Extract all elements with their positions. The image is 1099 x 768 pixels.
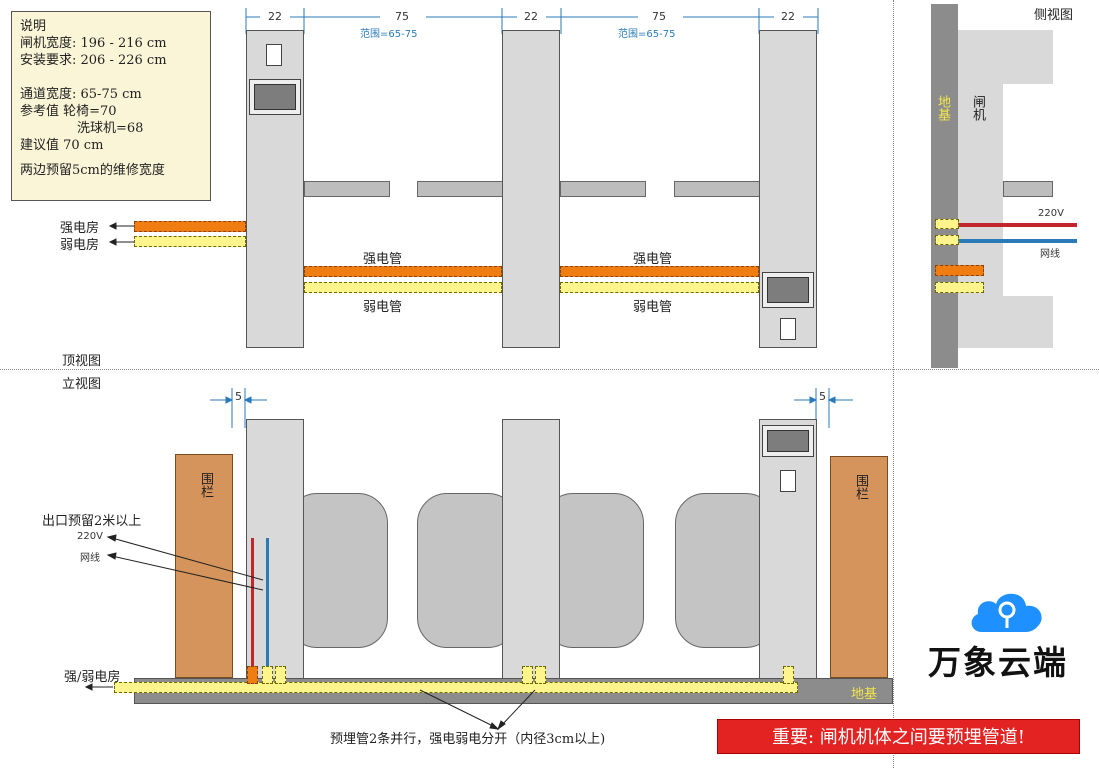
elevation-dim-right: 5 [819,390,826,403]
notes-maintenance-reserve: 两边预留5cm的维修宽度 [20,163,165,178]
elevation-pipe-riser-strong [247,666,258,684]
section-divider-vertical [893,0,894,768]
top-dim-1: 22 [268,10,282,23]
side-220v-label: 220V [1038,208,1064,219]
top-wing-2-left [560,181,646,197]
side-foundation [931,4,958,368]
elevation-fence-left [175,454,233,678]
elevation-card-reader-right [780,470,796,492]
side-strong-pipe [935,265,984,276]
elevation-220v-label: 220V [77,531,103,542]
notes-gate-width: 闸机宽度: 196 - 216 cm [20,36,167,51]
top-display-left [249,79,301,115]
top-dim-2: 75 [395,10,409,23]
side-weak-pipe-mid [935,235,959,245]
top-weak-room-label: 弱电房 [60,238,100,253]
top-strong-room-label: 强电房 [60,221,100,236]
top-dim-4: 75 [652,10,666,23]
cloud-logo-icon [971,593,1042,632]
elevation-red-cable [251,538,254,668]
top-strong-pipe-inlet [134,221,246,232]
top-weak-pipe-label-1: 弱电管 [363,300,403,315]
elevation-net-label: 网线 [80,553,100,564]
notes-install-requirement: 安装要求: 206 - 226 cm [20,53,167,68]
top-gate-middle [502,30,560,348]
top-dimension-lines [245,8,819,34]
top-weak-pipe-1 [304,282,502,293]
elevation-pipe-riser-middle-1 [522,666,533,684]
top-strong-pipe-label-2: 强电管 [633,252,673,267]
important-banner: 重要: 闸机机体之间要预埋管道! [717,719,1080,754]
side-red-cable [936,223,1077,227]
elevation-room-label: 强/弱电房 [64,670,121,685]
notes-channel-width: 通道宽度: 65-75 cm [20,87,142,102]
top-weak-pipe-inlet [134,236,246,247]
logo-text: 万象云端 [928,643,1068,682]
top-range-label-1: 范围=65-75 [360,29,418,40]
elevation-foundation-label: 地基 [851,687,878,702]
notes-title: 说明 [20,19,47,34]
elevation-pipe-riser-right [783,666,794,684]
elevation-gate-right [759,419,817,679]
top-display-right [762,272,814,308]
side-blue-cable [936,239,1077,243]
top-card-reader-left [266,44,282,66]
elevation-pipe-riser-left-2 [275,666,286,684]
elevation-fence-left-label: 围栏 [198,472,213,498]
top-dim-5: 22 [781,10,795,23]
top-dim-3: 22 [524,10,538,23]
side-gate-label: 闸机 [970,95,985,121]
elevation-gate-middle [502,419,560,679]
top-weak-pipe-2 [560,282,759,293]
top-strong-pipe-2 [560,266,759,277]
side-foundation-label: 地基 [935,95,950,121]
notes-reference-wheelchair: 参考值 轮椅=70 [20,104,117,119]
top-strong-pipe-1 [304,266,502,277]
top-weak-pipe-label-2: 弱电管 [633,300,673,315]
notes-box: 说明 闸机宽度: 196 - 216 cm 安装要求: 206 - 226 cm… [11,11,211,201]
elevation-fence-right [830,456,888,678]
elevation-underground-weak-pipe [114,682,798,693]
elevation-exit-note: 出口预留2米以上 [42,514,142,529]
elevation-fence-right-label: 围栏 [853,474,868,500]
elevation-dim-left: 5 [235,390,242,403]
elevation-view-label: 立视图 [62,377,102,392]
elevation-pipe-riser-middle-2 [535,666,546,684]
top-room-arrows [108,222,134,246]
side-weak-pipe-upper [935,219,959,229]
top-view-label: 顶视图 [62,354,102,369]
elevation-dim-lines [210,388,853,428]
top-strong-pipe-label-1: 强电管 [363,252,403,267]
side-net-label: 网线 [1040,249,1060,260]
top-range-label-2: 范围=65-75 [618,29,676,40]
elevation-door-2 [417,493,518,648]
elevation-pipe-note: 预埋管2条并行，强电弱电分开（内径3cm以上) [330,732,606,747]
top-card-reader-right [780,318,796,340]
side-weak-pipe [935,282,984,293]
top-wing-1-left [304,181,390,197]
notes-suggested-value: 建议值 70 cm [20,138,104,153]
side-view-label: 侧视图 [1034,8,1074,23]
elevation-pipe-riser-left [262,666,273,684]
elevation-blue-cable [266,538,269,668]
notes-reference-ball-washer: 洗球机=68 [77,121,144,136]
side-wing [1003,181,1053,197]
section-divider-horizontal [0,369,1099,370]
elevation-display-right [762,425,814,457]
